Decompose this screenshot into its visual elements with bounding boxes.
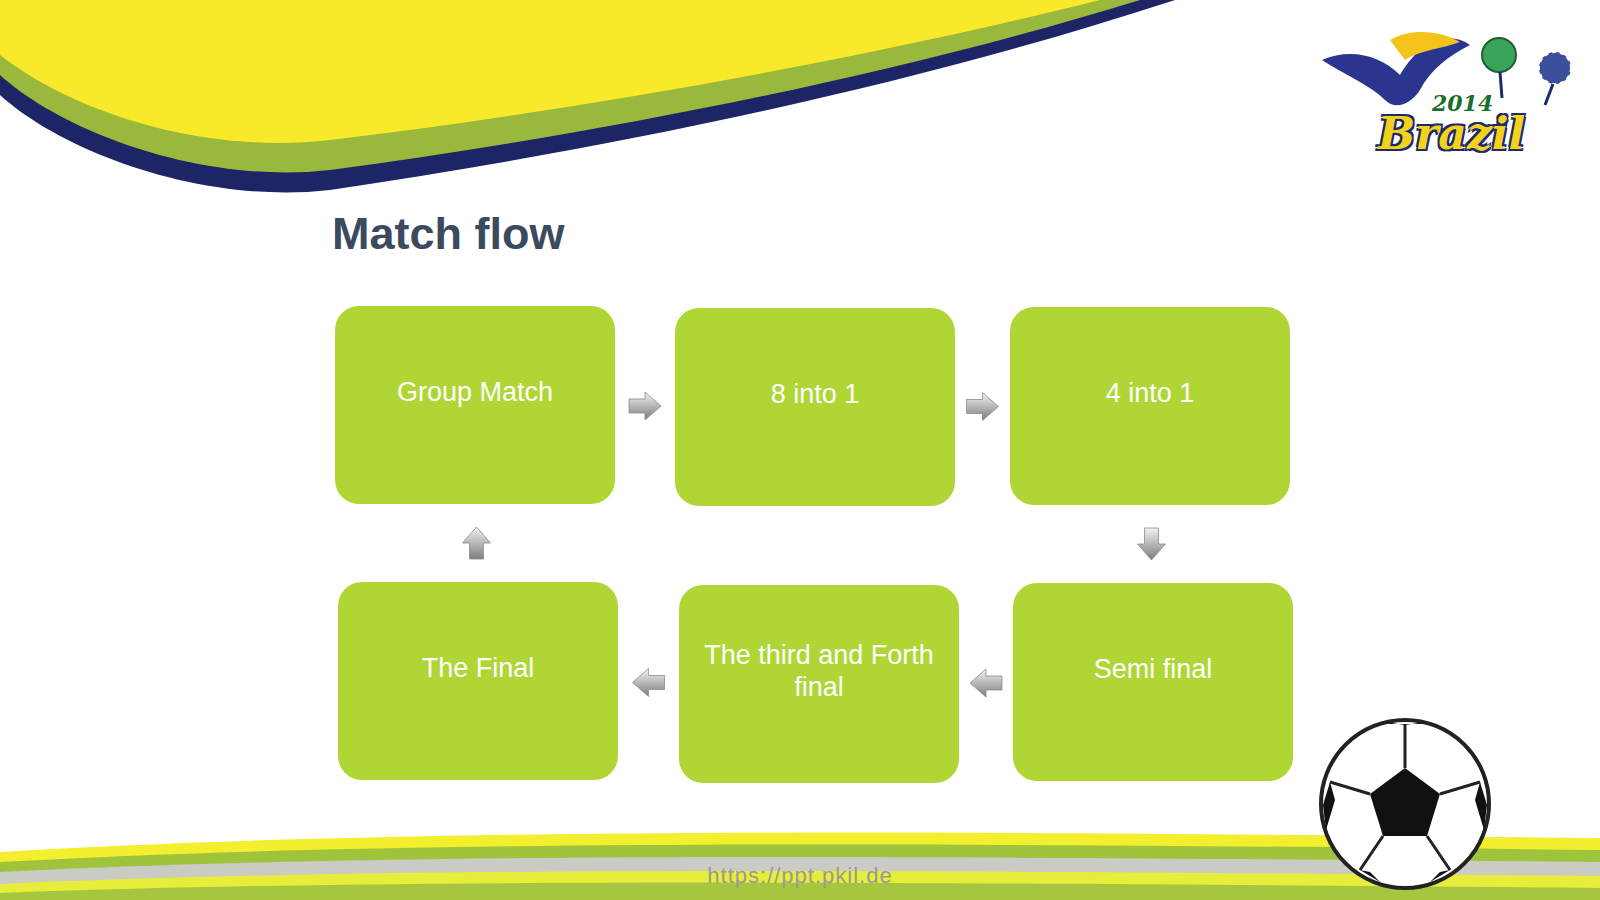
watermark: https://ppt.pkil.de	[0, 863, 1600, 889]
flow-arrow	[615, 392, 675, 420]
process-box: 8 into 1	[675, 308, 955, 506]
process-box: Semi final	[1013, 583, 1293, 781]
block-arrow	[970, 669, 1002, 697]
box-label: Group Match	[397, 376, 553, 408]
box-label: The Final	[422, 652, 535, 684]
box-label: Semi final	[1094, 653, 1213, 685]
flow-arrow	[463, 504, 491, 582]
box-label: 4 into 1	[1106, 377, 1195, 409]
box-label: The third and Forth	[704, 639, 934, 671]
block-arrow	[967, 393, 999, 421]
block-arrow	[463, 527, 491, 559]
top-swoosh-yellow	[0, 0, 1100, 143]
box-label: final	[794, 671, 844, 703]
process-box: 4 into 1	[1010, 307, 1290, 505]
box-label: 8 into 1	[771, 378, 860, 410]
flow-arrow	[959, 669, 1013, 697]
flow-arrow	[955, 393, 1010, 421]
block-arrow	[1138, 528, 1166, 560]
process-box: The Final	[338, 582, 618, 780]
top-swoosh-green	[0, 0, 1140, 173]
block-arrow	[629, 392, 661, 420]
process-box: The third and Forthfinal	[679, 585, 959, 783]
flow-arrow	[618, 669, 679, 697]
process-box: Group Match	[335, 306, 615, 504]
block-arrow	[633, 669, 665, 697]
logo-name: Brazil	[1378, 108, 1525, 159]
flow-arrow	[1138, 505, 1166, 583]
diagram-title: Match flow	[332, 208, 565, 260]
soccer-ball	[1321, 720, 1489, 888]
top-swoosh-navy	[0, 0, 1175, 193]
